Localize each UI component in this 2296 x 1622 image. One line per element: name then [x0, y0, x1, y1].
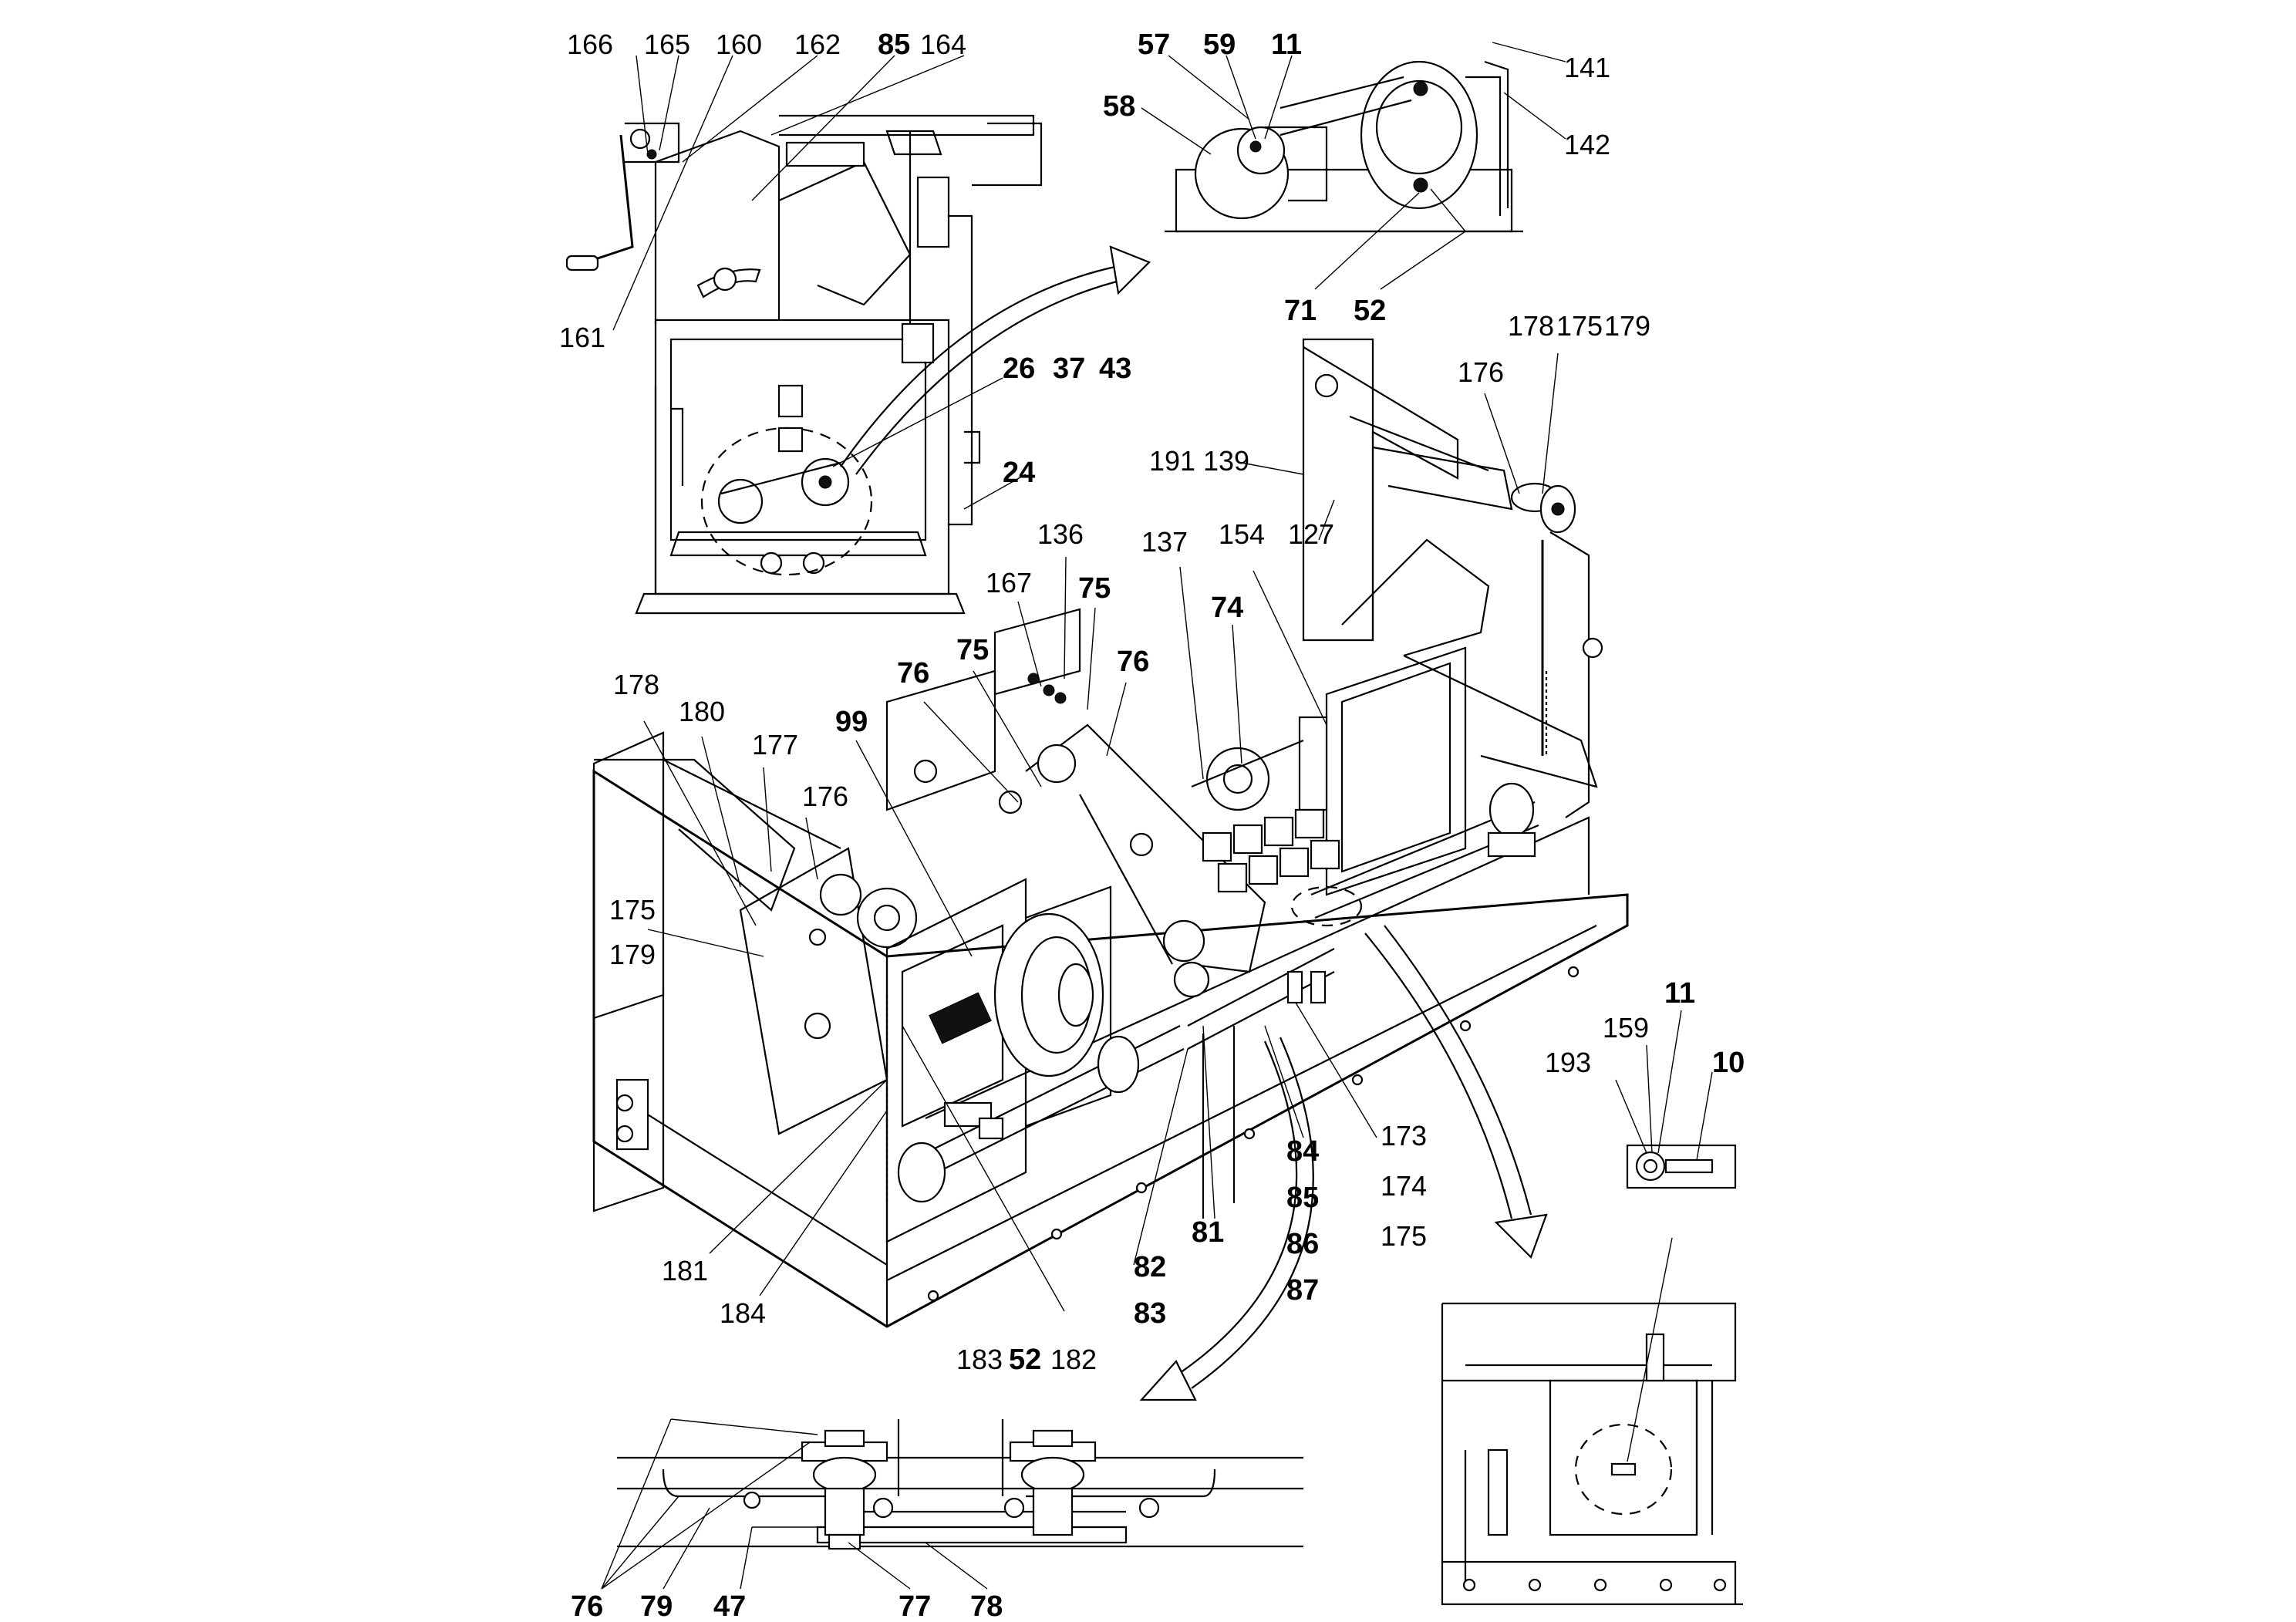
callout: 74	[1211, 592, 1243, 624]
callout: 81	[1192, 1216, 1224, 1249]
callout: 24	[1003, 457, 1035, 489]
callout: 139	[1203, 445, 1249, 477]
callout: 174	[1381, 1170, 1427, 1202]
callout: 77	[899, 1590, 931, 1622]
callout: 59	[1203, 29, 1236, 61]
callout: 76	[571, 1590, 603, 1622]
callout-labels: 166 165 160 162 85 164 161 26 37 43 24 5…	[559, 29, 1745, 1622]
callout: 11	[1664, 977, 1695, 1010]
callout: 87	[1286, 1274, 1319, 1307]
callout: 83	[1134, 1297, 1166, 1330]
callout: 86	[1286, 1228, 1319, 1260]
terminal-block	[1202, 808, 1340, 893]
callout: 179	[1604, 310, 1650, 342]
callout: 175	[609, 894, 656, 926]
arrow-to-motor-inset	[840, 245, 1151, 475]
callout: 10	[1712, 1047, 1745, 1079]
callout: 78	[970, 1590, 1003, 1622]
callout: 166	[567, 29, 613, 60]
callout: 180	[679, 696, 725, 727]
callout: 191	[1149, 445, 1195, 477]
callout: 52	[1009, 1344, 1041, 1376]
callout: 142	[1564, 129, 1610, 160]
callout: 165	[644, 29, 690, 60]
callout: 75	[956, 634, 989, 666]
callout: 26	[1003, 352, 1035, 385]
detail-pin	[1615, 1010, 1737, 1189]
callout: 176	[1458, 356, 1504, 388]
callout: 193	[1545, 1047, 1591, 1078]
callout: 154	[1219, 518, 1265, 550]
callout: 162	[794, 29, 841, 60]
callout: 137	[1141, 526, 1188, 558]
callout: 84	[1286, 1135, 1319, 1168]
callout: 178	[613, 669, 659, 700]
callout: 173	[1381, 1120, 1427, 1152]
callout: 182	[1050, 1344, 1097, 1375]
detail-side-panel	[1441, 1237, 1743, 1606]
callout: 85	[878, 29, 910, 61]
main-assembly	[592, 338, 1629, 1328]
leaders-main	[643, 352, 1559, 1312]
arrow-to-bottom-detail	[1139, 1037, 1314, 1401]
callout: 175	[1556, 310, 1603, 342]
callout: 11	[1271, 29, 1302, 61]
callout: 179	[609, 939, 656, 970]
callout: 177	[752, 729, 798, 760]
callout: 161	[559, 322, 605, 353]
callout: 184	[720, 1297, 766, 1329]
callout: 176	[802, 781, 848, 812]
callout: 178	[1508, 310, 1554, 342]
arrow-to-bottom-right	[1364, 925, 1548, 1259]
callout: 52	[1354, 295, 1386, 327]
callout: 82	[1134, 1251, 1166, 1283]
callout: 58	[1103, 90, 1135, 123]
callout: 85	[1286, 1182, 1319, 1214]
callout: 76	[1117, 646, 1149, 678]
callout: 136	[1037, 518, 1084, 550]
callout: 141	[1564, 52, 1610, 83]
callout: 76	[897, 657, 929, 690]
callout: 175	[1381, 1220, 1427, 1252]
callout: 160	[716, 29, 762, 60]
callout: 183	[956, 1344, 1003, 1375]
callout: 127	[1288, 518, 1334, 550]
leaders-bottom-left	[601, 1418, 988, 1590]
callout: 37	[1053, 352, 1085, 385]
leaders-top-left	[612, 55, 1027, 510]
callout: 75	[1078, 572, 1111, 605]
leaders-motor-inset	[1141, 42, 1566, 290]
detail-sprocket-section	[617, 1419, 1303, 1550]
callout: 71	[1284, 295, 1317, 327]
callout: 159	[1603, 1012, 1649, 1044]
callout: 181	[662, 1255, 708, 1286]
callout: 79	[640, 1590, 673, 1622]
detail-side-cabinet	[565, 114, 1043, 615]
callout: 99	[835, 706, 868, 738]
detail-motor-pair	[1165, 60, 1523, 233]
callout: 167	[986, 567, 1032, 599]
callout: 57	[1138, 29, 1170, 61]
callout: 47	[713, 1590, 746, 1622]
callout: 43	[1099, 352, 1131, 385]
callout: 164	[920, 29, 966, 60]
